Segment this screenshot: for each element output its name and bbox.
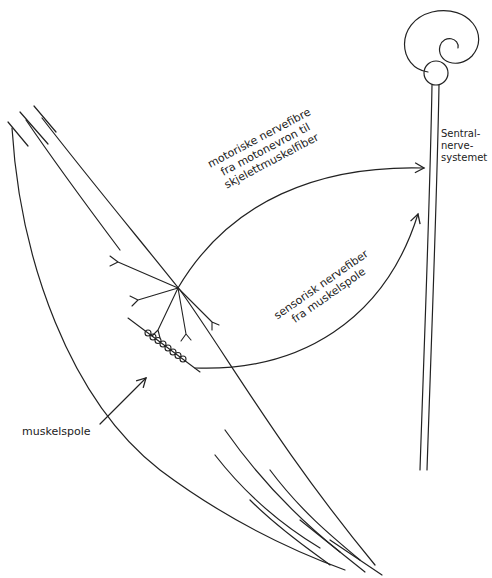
nerve-arrows: [100, 168, 424, 424]
cns-label: Sentral- nerve- systemet: [441, 128, 489, 164]
spindle-label: muskelspole: [22, 425, 91, 438]
muscle-spindle: [128, 318, 200, 372]
motor-fiber-label: motoriske nervefibre fra motonevron til …: [201, 103, 330, 197]
muscle-outline: [8, 106, 382, 575]
sensory-fiber-label: sensorisk nervefiber fra muskelspole: [268, 245, 381, 335]
nervous-system: [405, 11, 479, 470]
motor-end-plates: [110, 256, 219, 341]
